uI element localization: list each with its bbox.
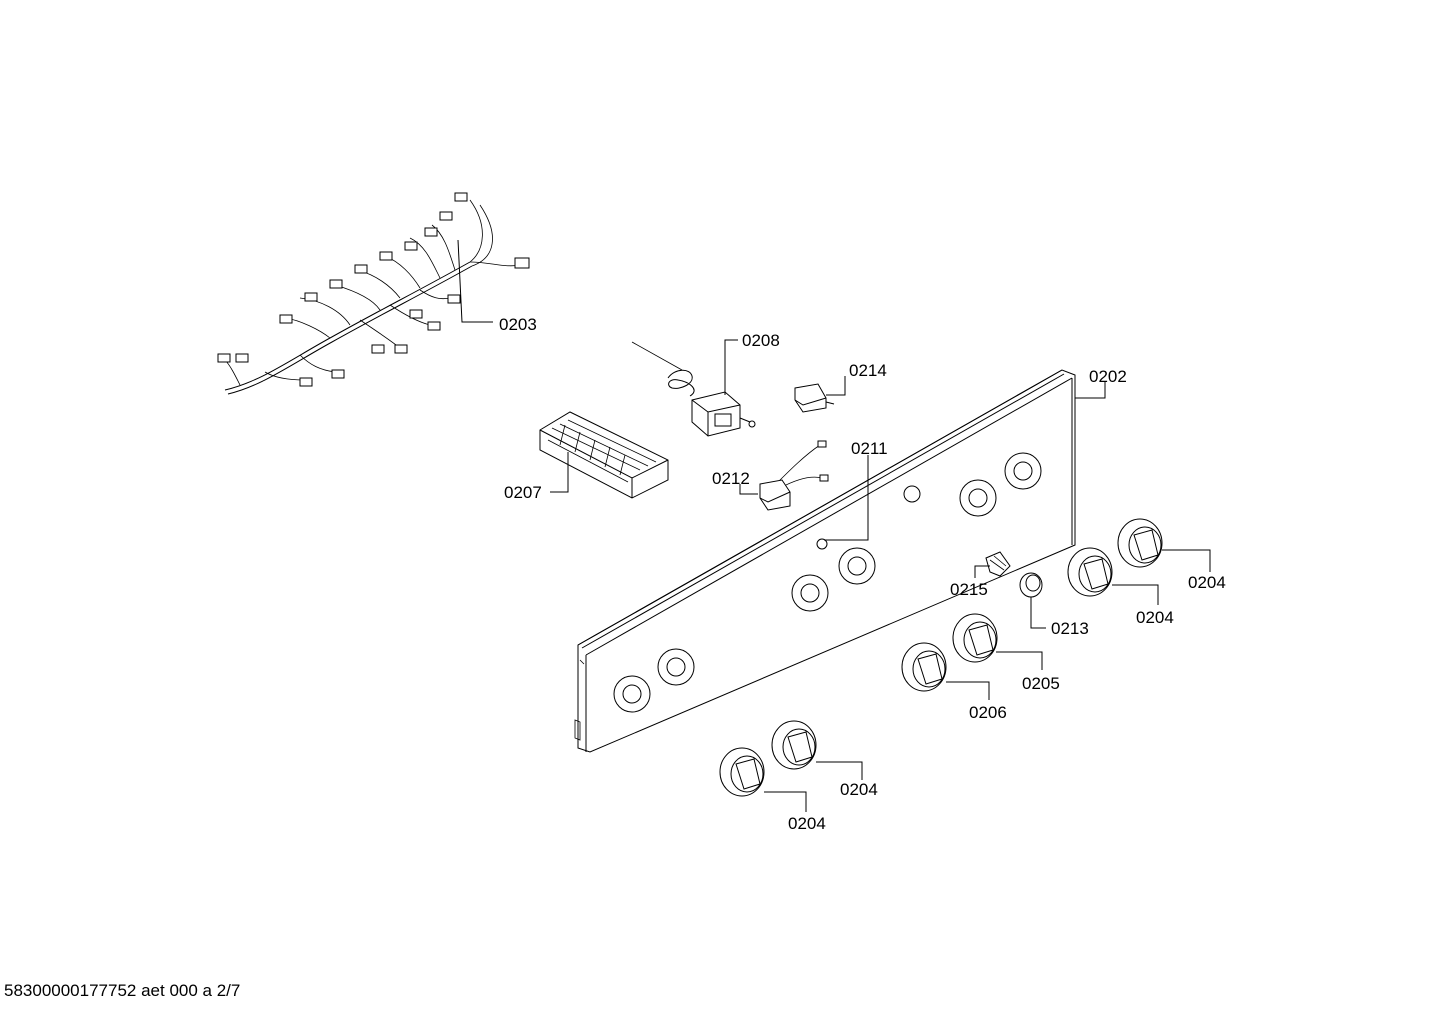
callout-0204-d: 0204	[788, 814, 826, 833]
document-id: 58300000177752 aet 000 a 2/7	[4, 981, 241, 1000]
callout-0214: 0214	[849, 361, 887, 380]
control-knob-0204-b[interactable]	[1067, 547, 1113, 597]
callout-0204-b: 0204	[1136, 608, 1174, 627]
callout-0206: 0206	[969, 703, 1007, 722]
callout-0211: 0211	[851, 439, 888, 458]
button-cap-part[interactable]	[1019, 572, 1043, 598]
callout-0208: 0208	[742, 331, 780, 350]
control-knob-0205[interactable]	[952, 613, 998, 663]
callout-0207: 0207	[504, 483, 542, 502]
callout-0202: 0202	[1089, 367, 1127, 386]
callout-0212: 0212	[712, 469, 750, 488]
callout-0205: 0205	[1022, 674, 1060, 693]
callout-0213: 0213	[1051, 619, 1089, 638]
small-button-part[interactable]	[985, 551, 1011, 577]
sensor-part[interactable]	[759, 440, 829, 511]
control-knob-0204-c[interactable]	[771, 720, 817, 770]
terminal-block-part[interactable]	[539, 411, 669, 499]
thermostat-part[interactable]	[631, 341, 756, 437]
callout-0204-c: 0204	[840, 780, 878, 799]
control-knob-0204-a[interactable]	[1117, 518, 1163, 568]
wiring-harness-part[interactable]	[217, 192, 530, 395]
control-knob-0204-d[interactable]	[719, 747, 765, 797]
callout-0203: 0203	[499, 315, 537, 334]
callout-0215: 0215	[950, 580, 988, 599]
panel-knob-holes	[613, 452, 1042, 713]
control-panel-part[interactable]	[574, 369, 1076, 753]
control-knob-0206[interactable]	[901, 642, 947, 692]
switch-part[interactable]	[794, 383, 835, 413]
callout-0204-a: 0204	[1188, 573, 1226, 592]
